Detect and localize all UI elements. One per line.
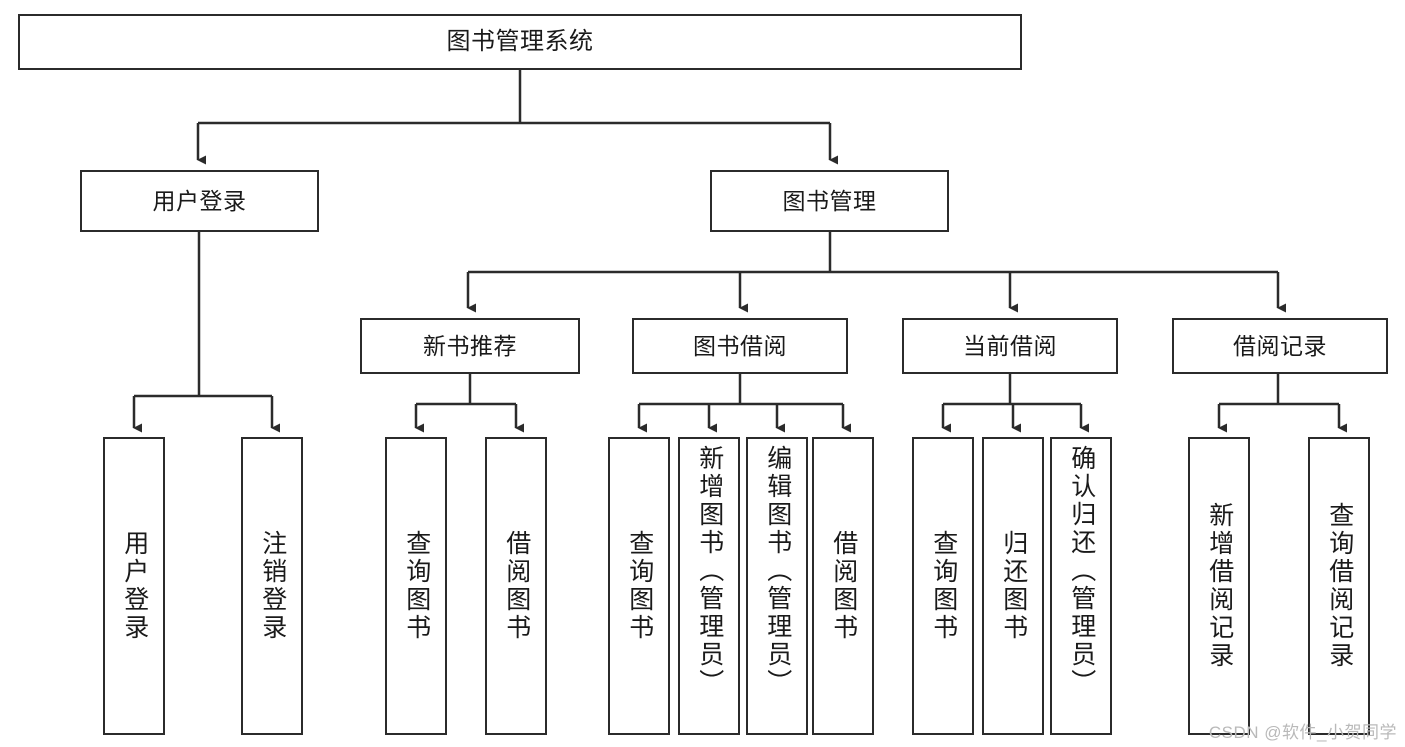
connector-bookmanage-to-level2 xyxy=(466,232,1286,313)
node-leaf-user-logout[interactable]: 注销登录 xyxy=(241,437,303,735)
node-leaf-br-query-record-label: 查询借阅记录 xyxy=(1325,502,1354,670)
node-leaf-nbr-borrow-book[interactable]: 借阅图书 xyxy=(485,437,547,735)
node-user-login-label: 用户登录 xyxy=(152,187,247,214)
node-root-system[interactable]: 图书管理系统 xyxy=(18,14,1022,70)
node-leaf-bb-query-book[interactable]: 查询图书 xyxy=(608,437,670,735)
node-book-borrow[interactable]: 图书借阅 xyxy=(632,318,848,374)
node-leaf-bb-add-book[interactable]: 新增图书（管理员） xyxy=(678,437,740,735)
node-new-book-recommend-label: 新书推荐 xyxy=(423,332,517,359)
node-book-borrow-label: 图书借阅 xyxy=(693,332,787,359)
node-user-login[interactable]: 用户登录 xyxy=(80,170,319,232)
node-leaf-nbr-query-book[interactable]: 查询图书 xyxy=(385,437,447,735)
csdn-watermark: CSDN @软件_小贺同学 xyxy=(1208,723,1397,742)
node-leaf-br-add-record-label: 新增借阅记录 xyxy=(1205,502,1234,670)
node-leaf-bb-add-book-label: 新增图书（管理员） xyxy=(695,445,724,697)
node-leaf-br-add-record[interactable]: 新增借阅记录 xyxy=(1188,437,1250,735)
node-leaf-user-login-label: 用户登录 xyxy=(120,530,149,642)
connector-borrowrecord-to-leaves xyxy=(1217,374,1347,433)
node-leaf-cb-query-book[interactable]: 查询图书 xyxy=(912,437,974,735)
node-leaf-cb-confirm-return-label: 确认归还（管理员） xyxy=(1067,445,1096,697)
connector-bookborrow-to-leaves xyxy=(637,374,851,433)
node-leaf-bb-edit-book-label: 编辑图书（管理员） xyxy=(763,445,792,697)
connector-root-to-level1 xyxy=(196,70,838,165)
node-leaf-bb-borrow-book[interactable]: 借阅图书 xyxy=(812,437,874,735)
connector-newbook-to-leaves xyxy=(414,374,524,433)
node-book-manage-label: 图书管理 xyxy=(782,187,877,214)
node-leaf-cb-return-book[interactable]: 归还图书 xyxy=(982,437,1044,735)
node-leaf-nbr-query-book-label: 查询图书 xyxy=(402,530,431,642)
node-leaf-br-query-record[interactable]: 查询借阅记录 xyxy=(1308,437,1370,735)
node-leaf-bb-borrow-book-label: 借阅图书 xyxy=(829,530,858,642)
connector-userlogin-to-leaves xyxy=(132,232,280,433)
node-leaf-cb-query-book-label: 查询图书 xyxy=(929,530,958,642)
node-leaf-user-logout-label: 注销登录 xyxy=(258,530,287,642)
node-leaf-cb-return-book-label: 归还图书 xyxy=(999,530,1028,642)
node-borrow-record-label: 借阅记录 xyxy=(1233,332,1327,359)
node-leaf-user-login[interactable]: 用户登录 xyxy=(103,437,165,735)
node-leaf-nbr-borrow-book-label: 借阅图书 xyxy=(502,530,531,642)
node-book-manage[interactable]: 图书管理 xyxy=(710,170,949,232)
node-leaf-bb-edit-book[interactable]: 编辑图书（管理员） xyxy=(746,437,808,735)
node-current-borrow-label: 当前借阅 xyxy=(963,332,1057,359)
node-current-borrow[interactable]: 当前借阅 xyxy=(902,318,1118,374)
node-new-book-recommend[interactable]: 新书推荐 xyxy=(360,318,580,374)
connector-currentborrow-to-leaves xyxy=(941,374,1089,433)
node-root-system-label: 图书管理系统 xyxy=(446,28,594,55)
node-leaf-bb-query-book-label: 查询图书 xyxy=(625,530,654,642)
node-borrow-record[interactable]: 借阅记录 xyxy=(1172,318,1388,374)
node-leaf-cb-confirm-return[interactable]: 确认归还（管理员） xyxy=(1050,437,1112,735)
